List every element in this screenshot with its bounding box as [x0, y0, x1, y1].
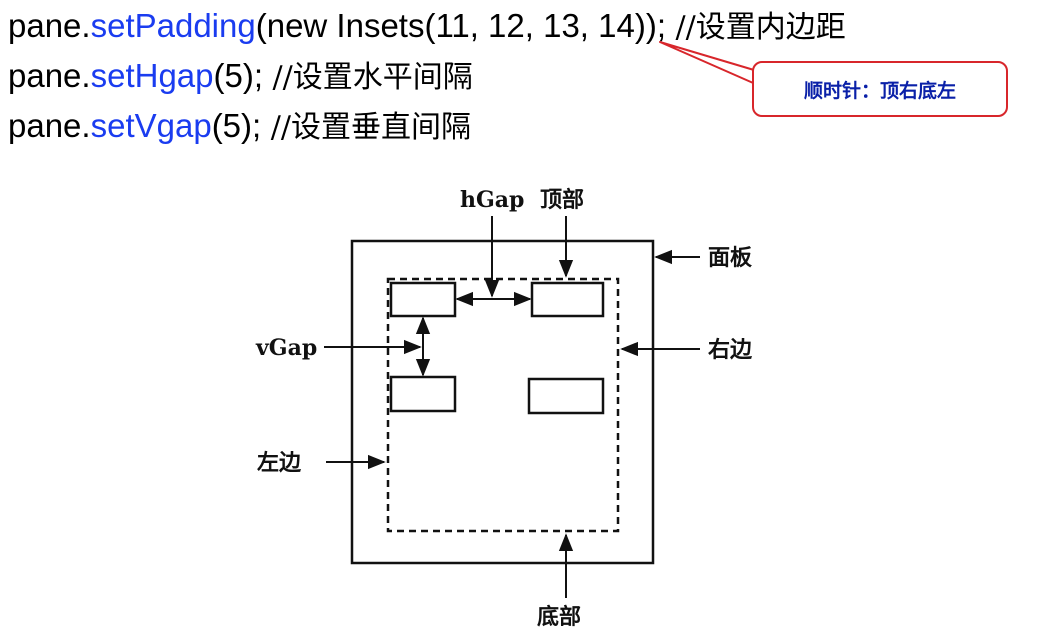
code-object: pane.	[8, 107, 91, 144]
code-comment: //设置内边距	[666, 10, 846, 45]
code-object: pane.	[8, 7, 91, 44]
code-args: (5);	[211, 107, 262, 144]
child-node-box	[389, 281, 457, 318]
code-line-set-padding: pane.setPadding(new Insets(11, 12, 13, 1…	[8, 6, 846, 48]
code-comment: //设置垂直间隔	[261, 110, 471, 145]
callout-pointer	[659, 41, 761, 87]
note-text: 顺时针：顶右底左	[803, 79, 956, 102]
code-args: (5);	[213, 57, 264, 94]
panel-label: 面板	[708, 245, 753, 271]
code-line-set-vgap: pane.setVgap(5); //设置垂直间隔	[8, 106, 471, 148]
padding-dashed-border	[386, 277, 620, 533]
code-comment: //设置水平间隔	[263, 60, 473, 95]
code-line-set-hgap: pane.setHgap(5); //设置水平间隔	[8, 56, 473, 98]
code-object: pane.	[8, 57, 91, 94]
left-label: 左边	[257, 450, 302, 476]
child-node-box	[389, 375, 457, 413]
child-node-box	[527, 377, 605, 415]
code-method: setHgap	[90, 57, 214, 94]
hgap-label: hGap	[460, 187, 524, 213]
vgap-label: vGap	[255, 335, 317, 361]
code-method: setPadding	[90, 7, 256, 44]
bottom-label: 底部	[537, 604, 581, 630]
code-args: (new Insets(11, 12, 13, 14));	[255, 7, 666, 44]
code-method: setVgap	[90, 107, 212, 144]
panel-outer-border	[350, 239, 655, 565]
clockwise-note-box: 顺时针：顶右底左	[752, 61, 1008, 117]
child-node-box	[530, 281, 605, 318]
top-label: 顶部	[540, 187, 584, 213]
right-label: 右边	[708, 337, 753, 363]
